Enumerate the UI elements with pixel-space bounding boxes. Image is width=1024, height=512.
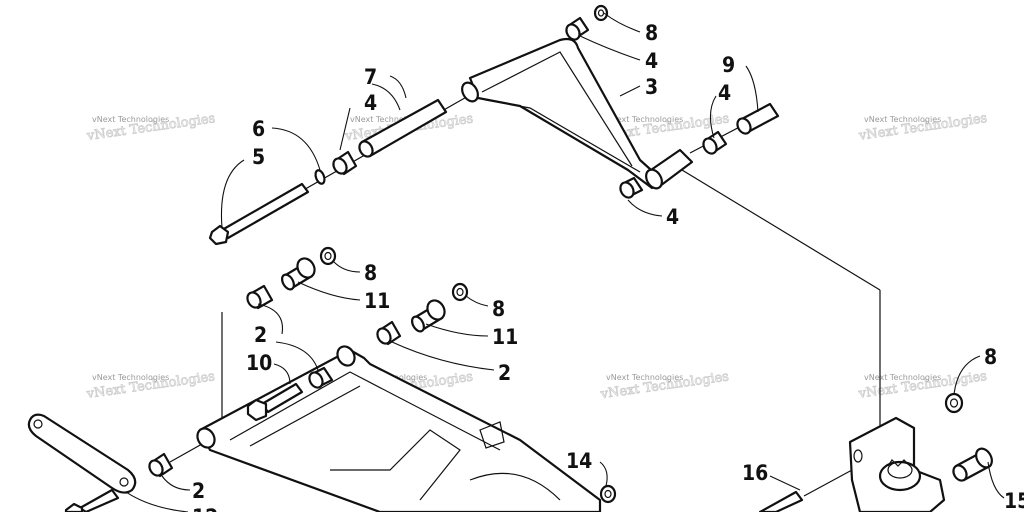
spacer-sleeve-right [736, 102, 780, 135]
callout-16: 16 [742, 461, 768, 485]
bushing-2-lower [148, 452, 174, 478]
ball-joint [878, 459, 922, 492]
callouts: 8 4 3 9 4 7 4 6 5 4 8 11 8 11 2 10 2 8 1… [192, 21, 1024, 512]
callout-2-right: 2 [498, 361, 511, 385]
watermark-8: vNext Technologies vNext Technologies [856, 369, 988, 403]
callout-8-spindle: 8 [984, 345, 997, 369]
callout-11-lower: 11 [492, 325, 518, 349]
callout-15: 15 [1004, 489, 1024, 512]
lower-a-arm-assembly [27, 246, 617, 512]
watermarks: vNext Technologies vNext Technologies vN… [84, 110, 989, 403]
callout-2-lower: 2 [192, 479, 205, 503]
callout-6: 6 [252, 117, 265, 141]
watermark-4: vNext Technologies vNext Technologies [857, 110, 989, 144]
callout-8-top: 8 [645, 21, 658, 45]
nut-top [593, 4, 609, 22]
washer [314, 169, 326, 185]
bushing-2-mid [308, 366, 334, 389]
bolt-10 [246, 382, 304, 422]
nut-lower-arm-right [451, 282, 469, 302]
callout-4-right: 4 [718, 81, 731, 105]
upper-arm-front-tube [645, 148, 694, 190]
callout-10: 10 [246, 351, 272, 375]
upper-a-arm-assembly [208, 4, 881, 432]
callout-11-upper: 11 [364, 289, 390, 313]
callout-12: 12 [192, 505, 218, 512]
callout-8-right: 8 [492, 297, 505, 321]
spindle-axis-line [803, 469, 853, 497]
callout-3: 3 [645, 75, 658, 99]
svg-text:vNext Technologies: vNext Technologies [92, 373, 169, 382]
bolt-lower-left [64, 488, 120, 512]
svg-text:vNext Technologies: vNext Technologies [606, 115, 683, 124]
callout-14: 14 [566, 449, 592, 473]
bushing-lower-front [619, 176, 644, 199]
bolt-15 [952, 447, 993, 482]
svg-text:vNext Technologies: vNext Technologies [864, 115, 941, 124]
svg-text:vNext Technologies: vNext Technologies [92, 115, 169, 124]
bushing-2-right [376, 320, 402, 346]
svg-text:vNext Technologies: vNext Technologies [606, 373, 683, 382]
watermark-1: vNext Technologies vNext Technologies [85, 111, 217, 145]
upper-arm-rear-bushing [461, 81, 479, 103]
callout-2-upper: 2 [254, 323, 267, 347]
callout-4-left: 4 [364, 91, 377, 115]
watermark-5: vNext Technologies vNext Technologies [84, 369, 216, 403]
leader-lines [125, 12, 1005, 512]
bushing-right [702, 130, 728, 155]
shoulder-sleeve-lower [411, 299, 446, 333]
nut-upper-lower-arm [319, 246, 337, 266]
spacer-sleeve-left [358, 98, 448, 158]
callout-4-top: 4 [645, 49, 658, 73]
callout-9: 9 [722, 53, 735, 77]
callout-4-lower: 4 [666, 205, 679, 229]
svg-text:vNext Technologies: vNext Technologies [864, 373, 941, 382]
nut-14 [599, 484, 617, 504]
long-bolt [208, 182, 310, 246]
callout-5: 5 [252, 145, 265, 169]
nut-spindle [944, 392, 964, 414]
stabilizer-link [27, 413, 137, 494]
watermark-7: vNext Technologies vNext Technologies [598, 369, 730, 403]
shock-mount-tab [479, 421, 505, 449]
callout-7: 7 [364, 65, 377, 89]
svg-text:vNext Technologies: vNext Technologies [350, 115, 427, 124]
ball-joint-axis-line [681, 169, 881, 291]
upper-a-arm [468, 37, 662, 190]
callout-8-lower-arm: 8 [364, 261, 377, 285]
bushing-top [565, 16, 590, 41]
bushing-2-upper [246, 284, 274, 310]
long-bolt-16 [758, 490, 804, 512]
spindle-assembly [758, 392, 993, 512]
bushing-left [332, 150, 358, 176]
shoulder-sleeve-upper [281, 257, 316, 291]
